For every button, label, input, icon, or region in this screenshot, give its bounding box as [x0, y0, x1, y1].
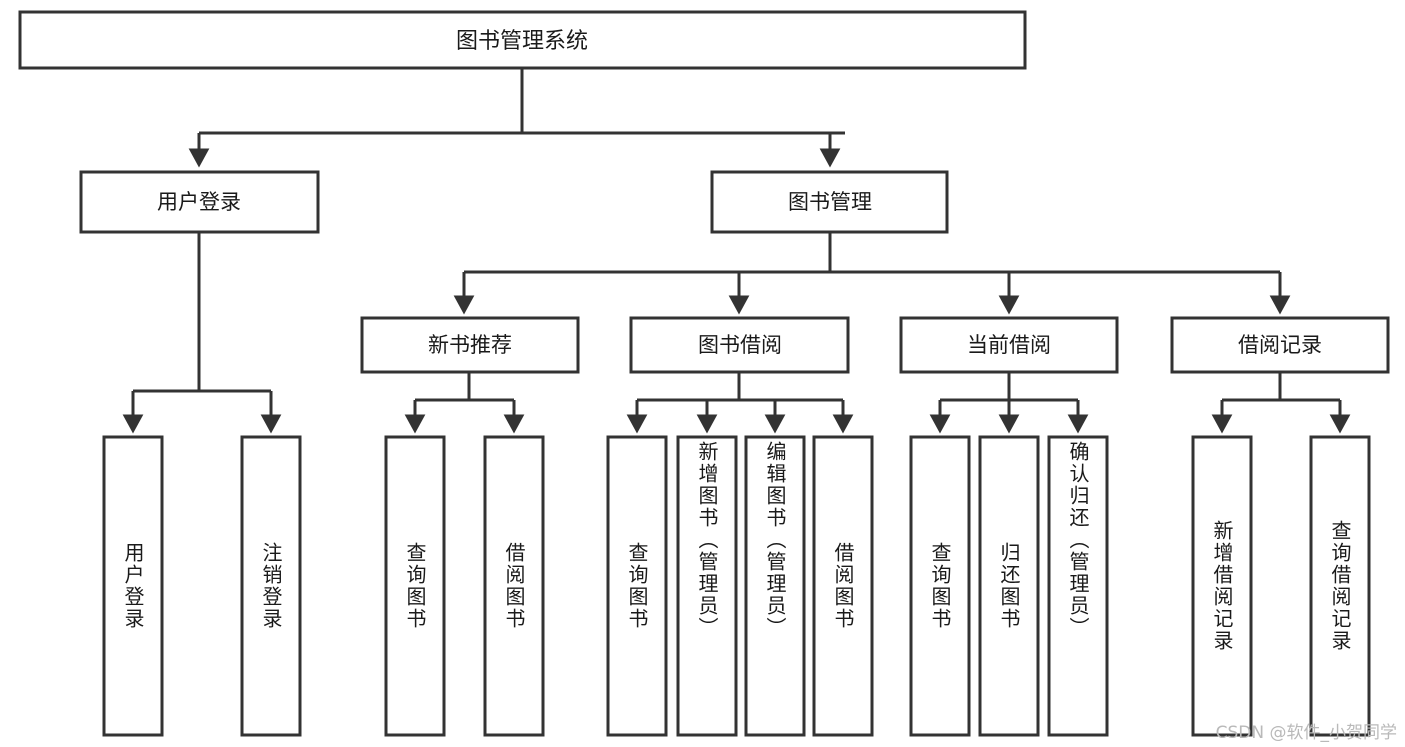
- csdn-watermark: CSDN @软件_小贺同学: [1215, 723, 1397, 743]
- node-root-label: 图书管理系统: [456, 29, 588, 54]
- leaf-box-current-borrow-0[interactable]: [909, 435, 971, 737]
- connector-currentborrow-to-leaves: [929, 372, 1089, 434]
- node-current-borrow[interactable]: 当前借阅: [899, 316, 1119, 374]
- connector-newbook-to-leaves: [404, 372, 525, 434]
- node-new-book-recommend[interactable]: 新书推荐: [360, 316, 580, 374]
- leaf-box-current-borrow-1[interactable]: [978, 435, 1040, 737]
- leaf-box-book-borrow-1[interactable]: [676, 435, 738, 737]
- leaf-box-user-login-1[interactable]: [240, 435, 302, 737]
- node-book-borrow[interactable]: 图书借阅: [629, 316, 850, 374]
- leaf-box-new-book-1[interactable]: [483, 435, 545, 737]
- leaf-box-user-login-0[interactable]: [102, 435, 164, 737]
- connector-bookmgmt-to-level3: [453, 232, 1291, 315]
- leaf-box-book-borrow-2[interactable]: [744, 435, 806, 737]
- connector-bookborrow-to-leaves: [626, 372, 854, 434]
- connector-borrowrecord-to-leaves: [1211, 372, 1351, 434]
- node-borrow-record[interactable]: 借阅记录: [1170, 316, 1390, 374]
- node-new-book-recommend-label: 新书推荐: [428, 333, 512, 357]
- leaf-box-book-borrow-3[interactable]: [812, 435, 874, 737]
- leaf-box-current-borrow-2[interactable]: [1047, 435, 1109, 737]
- node-root[interactable]: 图书管理系统: [18, 10, 1027, 70]
- node-borrow-record-label: 借阅记录: [1238, 333, 1322, 357]
- connector-userlogin-to-leaves: [122, 232, 282, 434]
- node-book-management[interactable]: 图书管理: [710, 170, 949, 234]
- connector-root-to-level2: [188, 68, 845, 168]
- leaf-box-borrow-record-1[interactable]: [1309, 435, 1371, 737]
- leaf-box-borrow-record-0[interactable]: [1191, 435, 1253, 737]
- node-current-borrow-label: 当前借阅: [967, 333, 1051, 357]
- node-user-login[interactable]: 用户登录: [79, 170, 320, 234]
- node-user-login-label: 用户登录: [157, 190, 241, 214]
- leaf-box-new-book-0[interactable]: [384, 435, 446, 737]
- node-book-management-label: 图书管理: [788, 190, 872, 214]
- leaf-box-book-borrow-0[interactable]: [606, 435, 668, 737]
- node-book-borrow-label: 图书借阅: [698, 333, 782, 357]
